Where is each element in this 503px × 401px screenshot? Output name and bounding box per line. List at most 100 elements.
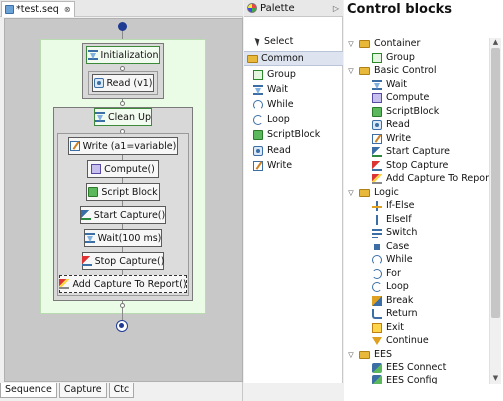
- connector-line: [122, 31, 123, 39]
- tree-label: For: [386, 268, 401, 279]
- chevron-down-icon[interactable]: ▽: [348, 39, 354, 48]
- start-capture-icon: [80, 210, 91, 220]
- tree-category-logic[interactable]: ▽ Logic: [347, 186, 399, 199]
- tree-item-loop[interactable]: Loop: [372, 280, 409, 293]
- start-capture-icon: [372, 146, 382, 157]
- tree-item-ees-config[interactable]: EES Config: [372, 375, 438, 384]
- tree-category-ees[interactable]: ▽ EES: [347, 348, 392, 361]
- for-icon: [372, 268, 382, 279]
- tree-label: Add Capture To Report: [386, 173, 493, 184]
- chevron-down-icon[interactable]: ▽: [348, 66, 354, 75]
- tree-item-wait[interactable]: Wait: [372, 78, 407, 91]
- tree-label: Start Capture: [386, 146, 450, 157]
- while-icon: [372, 254, 382, 265]
- block-label: Write (a1=variable): [82, 140, 177, 152]
- tree-label: EES Config: [386, 375, 438, 384]
- palette-item-wait[interactable]: Wait: [244, 82, 343, 97]
- tab-sequence[interactable]: Sequence: [0, 383, 57, 398]
- scrollbar-thumb[interactable]: [491, 48, 500, 318]
- tree-item-break[interactable]: Break: [372, 294, 413, 307]
- sequence-end-node[interactable]: [116, 320, 128, 332]
- tree-label: If-Else: [386, 200, 415, 211]
- palette-item-write[interactable]: Write: [244, 158, 343, 173]
- editor-tab-test-seq[interactable]: *test.seq ⊗: [1, 1, 75, 17]
- tree-item-if-else[interactable]: If-Else: [372, 199, 415, 212]
- tree-item-compute[interactable]: Compute: [372, 91, 429, 104]
- tree-item-return[interactable]: Return: [372, 307, 418, 320]
- close-tab-icon[interactable]: ⊗: [63, 5, 71, 14]
- palette-item-read[interactable]: Read: [244, 143, 343, 158]
- tree-item-switch[interactable]: Switch: [372, 226, 417, 239]
- hourglass-icon: [87, 50, 98, 60]
- tree-item-write[interactable]: Write: [372, 132, 411, 145]
- control-blocks-panel: Control blocks: [344, 0, 503, 401]
- tree-item-group[interactable]: Group: [372, 51, 415, 64]
- block-label: Add Capture To Report(): [72, 278, 187, 290]
- tree-item-scriptblock[interactable]: ScriptBlock: [372, 105, 439, 118]
- tree-item-start-capture[interactable]: Start Capture: [372, 145, 450, 158]
- block-label: Start Capture(): [93, 209, 166, 221]
- palette-icon: [247, 3, 257, 13]
- tab-ctc[interactable]: Ctc: [108, 383, 135, 398]
- tree-item-continue[interactable]: Continue: [372, 334, 429, 347]
- block-stop-capture[interactable]: Stop Capture(): [81, 252, 165, 270]
- group-header-clean-up[interactable]: Clean Up: [94, 108, 152, 126]
- tree-item-elseif[interactable]: ElseIf: [372, 213, 412, 226]
- chevron-down-icon[interactable]: ▽: [348, 188, 354, 197]
- group-label: Clean Up: [108, 111, 151, 123]
- script-block-icon: [372, 106, 382, 117]
- group-icon: [372, 52, 382, 63]
- block-write[interactable]: Write (a1=variable): [68, 137, 178, 155]
- tree-label: Stop Capture: [386, 160, 449, 171]
- control-blocks-scrollbar[interactable]: ▲ ▼: [489, 38, 501, 384]
- scroll-down-icon[interactable]: ▼: [492, 374, 499, 382]
- block-script-block[interactable]: Script Block: [86, 183, 160, 201]
- block-wait-100ms[interactable]: Wait(100 ms): [84, 229, 162, 247]
- palette-item-loop[interactable]: Loop: [244, 112, 343, 127]
- block-add-capture-to-report[interactable]: Add Capture To Report(): [59, 275, 187, 293]
- tree-item-while[interactable]: While: [372, 253, 413, 266]
- tree-label: Switch: [386, 227, 418, 238]
- palette-item-while[interactable]: While: [244, 97, 343, 112]
- tree-label: Wait: [386, 79, 407, 90]
- tab-capture[interactable]: Capture: [58, 383, 107, 398]
- tree-item-add-capture-to-report[interactable]: Add Capture To Report: [372, 172, 493, 185]
- tree-item-case[interactable]: Case: [372, 240, 409, 253]
- tree-item-for[interactable]: For: [372, 267, 401, 280]
- block-start-capture[interactable]: Start Capture(): [80, 206, 166, 224]
- exit-icon: [372, 322, 382, 333]
- control-blocks-title: Control blocks: [347, 2, 453, 17]
- ees-icon: [372, 362, 382, 373]
- scroll-up-icon[interactable]: ▲: [492, 38, 499, 46]
- connector-line: [122, 155, 123, 160]
- connector-handle[interactable]: [120, 101, 125, 106]
- palette-header[interactable]: Palette ▷: [244, 0, 343, 17]
- tree-category-container[interactable]: ▽ Container: [347, 37, 420, 50]
- chevron-down-icon[interactable]: ▽: [348, 350, 354, 359]
- tree-label: Write: [386, 133, 412, 144]
- editor-bottom-tabs: Sequence Capture Ctc: [0, 383, 136, 401]
- block-label: Stop Capture(): [94, 255, 165, 267]
- palette-item-scriptblock[interactable]: ScriptBlock: [244, 127, 343, 142]
- collapse-arrow-icon[interactable]: ▷: [332, 3, 339, 13]
- connector-handle[interactable]: [120, 303, 125, 308]
- hourglass-icon: [95, 112, 106, 122]
- continue-icon: [372, 336, 382, 345]
- tree-item-ees-connect[interactable]: EES Connect: [372, 361, 446, 374]
- group-header-initialization[interactable]: Initialization: [86, 46, 160, 64]
- tree-item-read[interactable]: Read: [372, 118, 410, 131]
- tree-item-exit[interactable]: Exit: [372, 321, 404, 334]
- connector-handle[interactable]: [120, 66, 125, 71]
- block-compute[interactable]: Compute(): [87, 160, 159, 178]
- block-read-v1[interactable]: Read (v1): [92, 74, 154, 92]
- palette-select-tool[interactable]: Select: [244, 32, 343, 50]
- palette-item-label: Group: [267, 69, 296, 80]
- folder-icon: [359, 40, 370, 48]
- tree-item-stop-capture[interactable]: Stop Capture: [372, 159, 448, 172]
- palette-item-group[interactable]: Group: [244, 67, 343, 82]
- palette-item-label: Wait: [267, 84, 288, 95]
- palette-drawer-common[interactable]: Common: [244, 51, 343, 66]
- sequence-start-node[interactable]: [118, 22, 127, 31]
- tree-label: Case: [386, 241, 410, 252]
- tree-category-basic-control[interactable]: ▽ Basic Control: [347, 64, 436, 77]
